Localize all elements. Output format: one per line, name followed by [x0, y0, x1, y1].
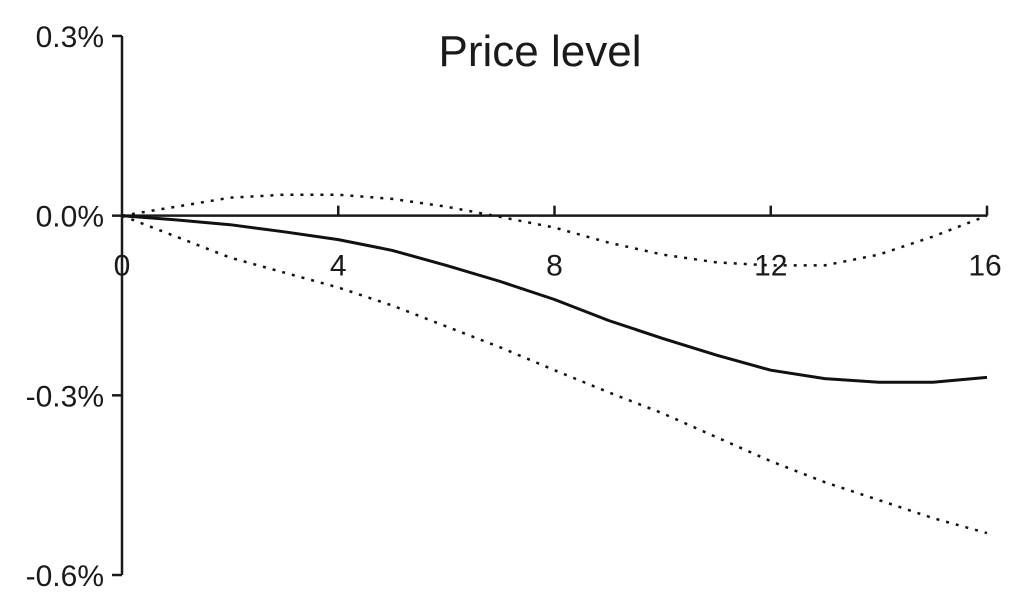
- x-tick-label: 4: [330, 250, 347, 283]
- series-line-dotted-2: [121, 214, 988, 535]
- x-tick-label: 0: [114, 250, 131, 283]
- y-tick-label: -0.3%: [26, 380, 104, 413]
- axes: [112, 34, 989, 577]
- y-tick-label: -0.6%: [26, 560, 104, 593]
- y-tick-label: 0.0%: [36, 201, 104, 234]
- x-tick-label: 8: [546, 250, 563, 283]
- tick-labels: 0.3% 0.0% -0.3% -0.6% 0 4 8 12 16: [26, 21, 1002, 593]
- y-tick-label: 0.3%: [36, 21, 104, 54]
- series-group: [121, 193, 988, 535]
- series-line-solid: [121, 214, 988, 384]
- x-tick-label: 12: [754, 250, 787, 283]
- chart-title: Price level: [439, 27, 642, 76]
- x-tick-label: 16: [968, 250, 1001, 283]
